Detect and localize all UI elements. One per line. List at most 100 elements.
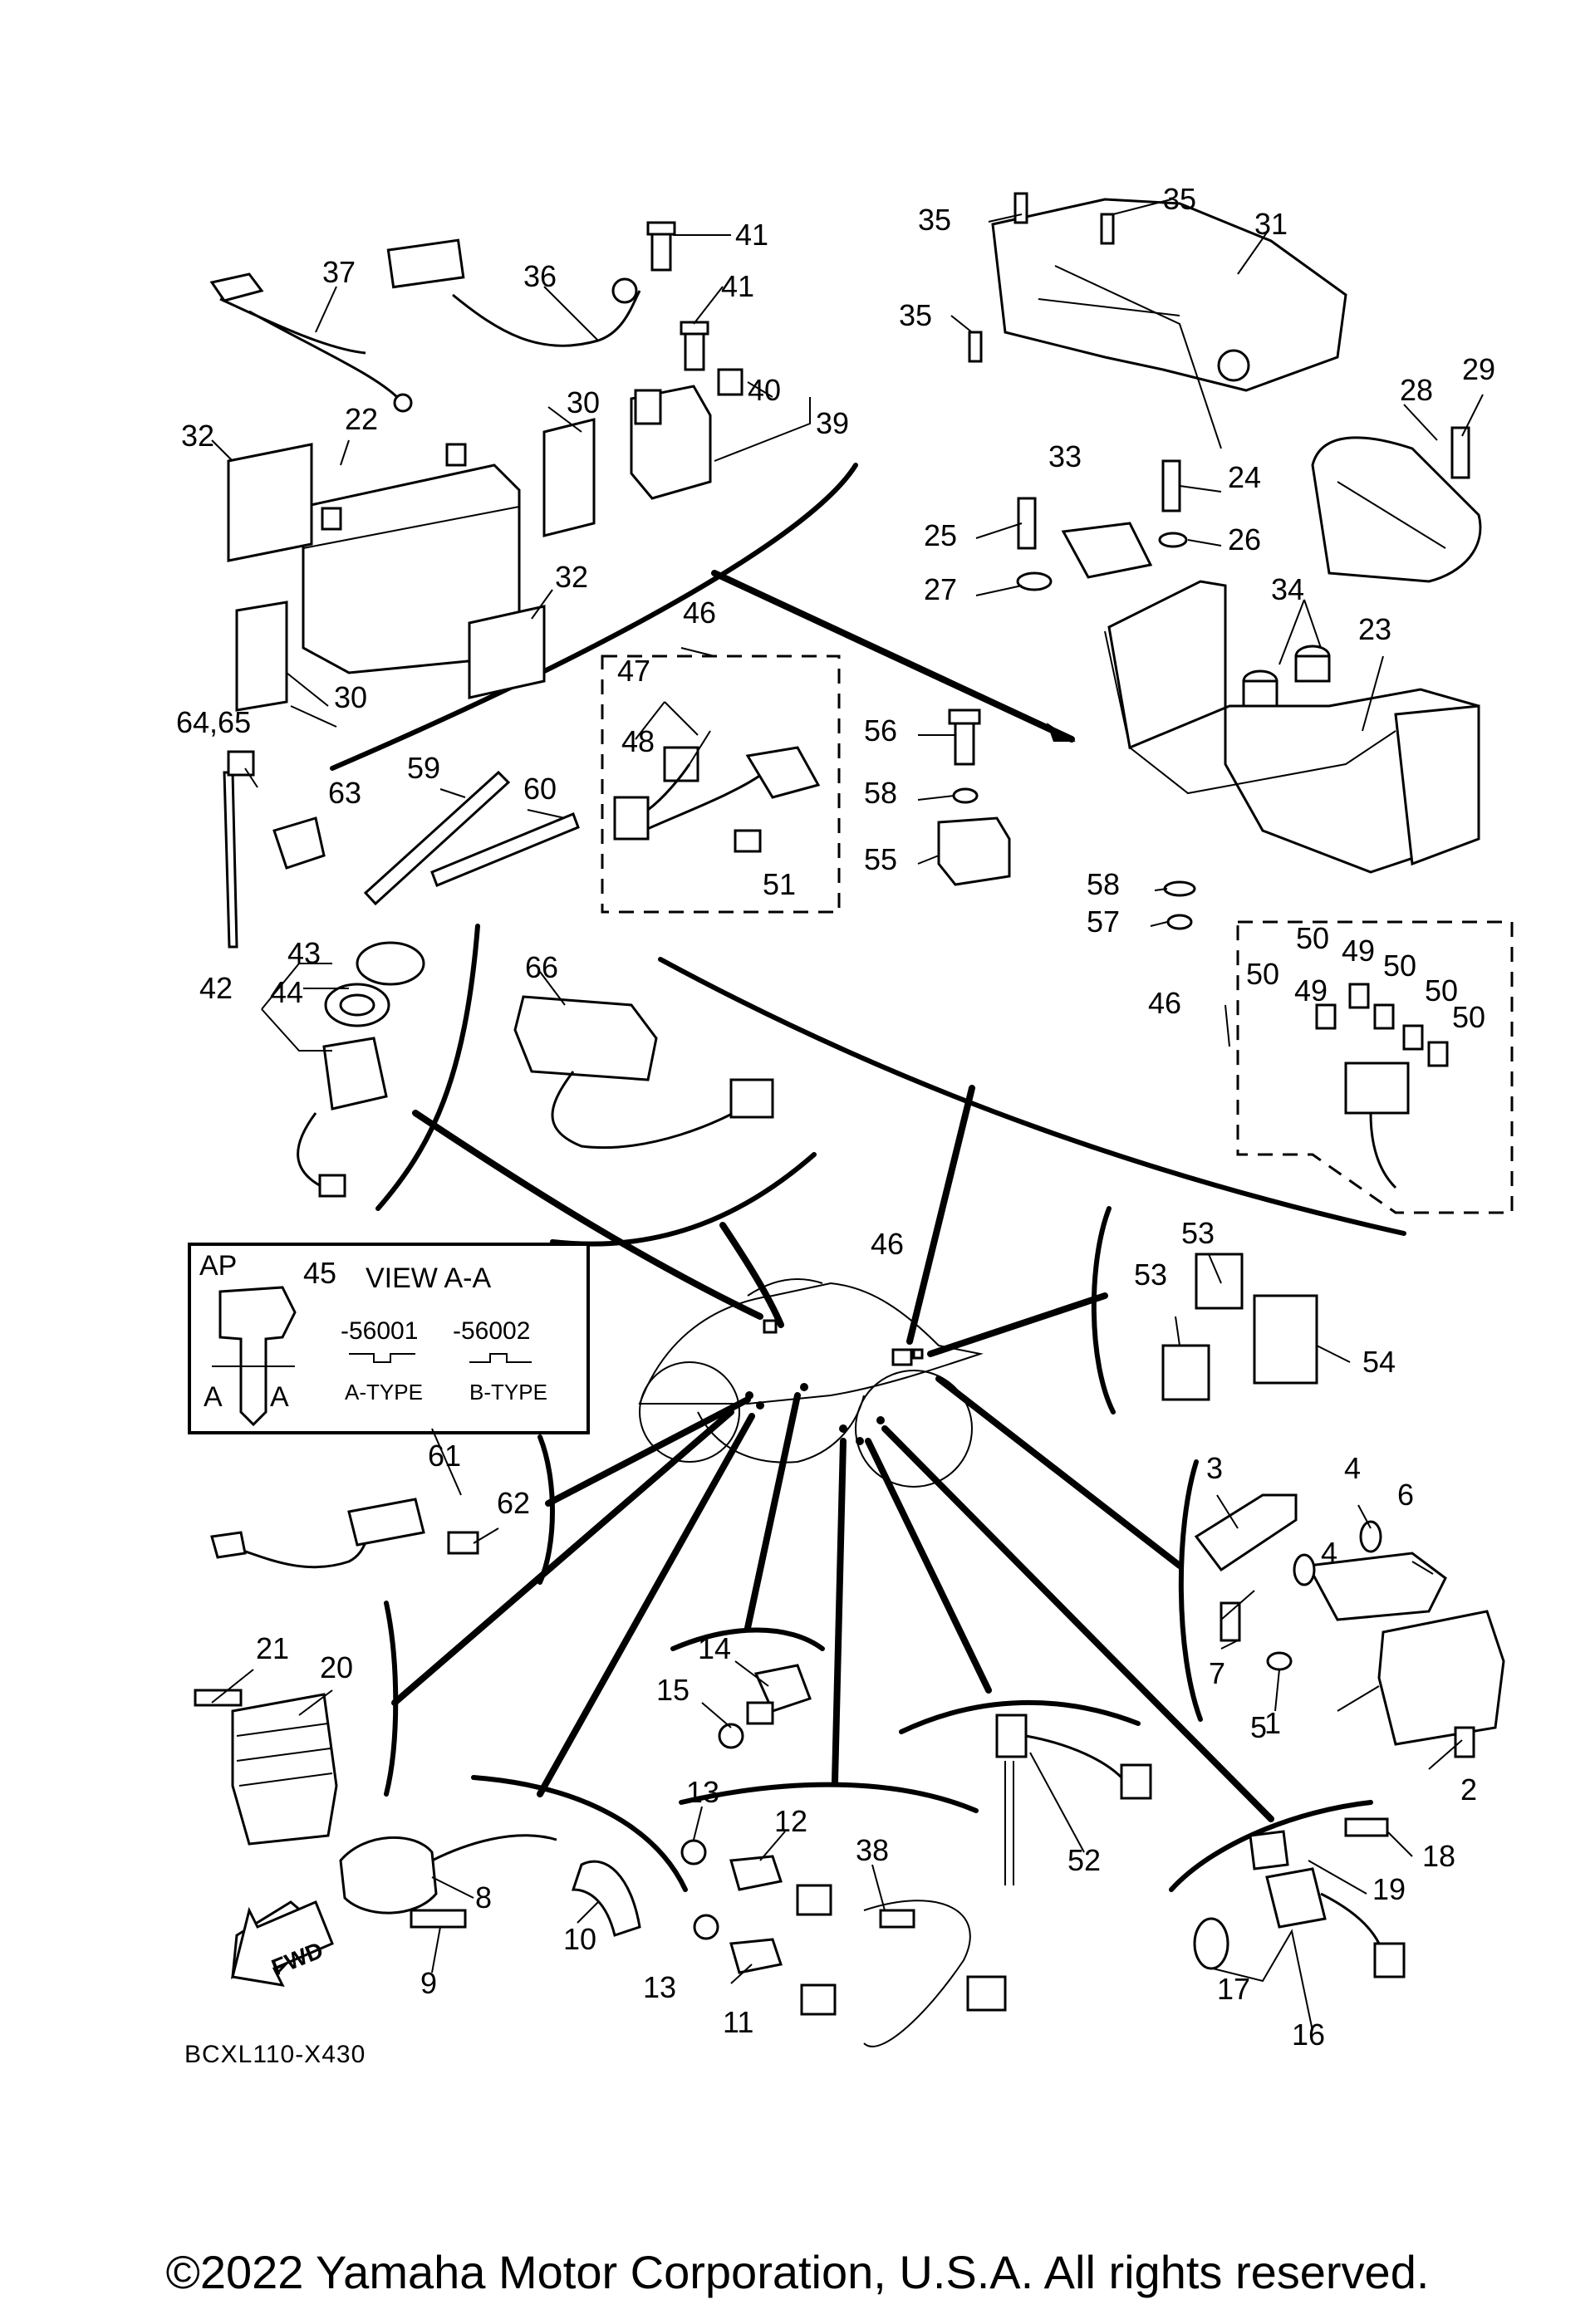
callout-41: 41	[735, 218, 768, 252]
callout-labels: 1 2 3 4 4 5 6 7 8 9 10 11 12 13 13 14 15…	[176, 182, 1495, 2052]
callout-3: 3	[1206, 1451, 1223, 1485]
callout-2: 2	[1460, 1772, 1477, 1807]
relays-53-54	[1161, 1253, 1318, 1401]
switch-14	[718, 1664, 812, 1749]
callout-58: 58	[864, 776, 897, 810]
callout-20: 20	[320, 1650, 353, 1684]
callout-54: 54	[1362, 1345, 1396, 1379]
callout-49: 49	[1294, 973, 1328, 1008]
callout-24: 24	[1228, 460, 1261, 494]
callout-30: 30	[567, 385, 600, 419]
callout-32: 32	[181, 419, 214, 453]
callout-32b: 32	[555, 560, 588, 594]
ignition-switch	[297, 941, 425, 1198]
callout-43: 43	[287, 936, 321, 970]
callout-38: 38	[856, 1833, 889, 1867]
callout-23: 23	[1358, 612, 1391, 646]
ap-label: AP	[199, 1250, 237, 1282]
callout-58b: 58	[1087, 867, 1120, 901]
sensor-52	[995, 1714, 1152, 1885]
callout-50: 50	[1246, 957, 1279, 991]
battery-tray-assembly	[968, 192, 1482, 930]
callout-50d: 50	[1425, 973, 1458, 1008]
copyright-notice: ©2022 Yamaha Motor Corporation, U.S.A. A…	[166, 2246, 1430, 2298]
callout-36: 36	[523, 259, 557, 293]
group-leaders	[330, 463, 1406, 1892]
section-mark-right: A	[270, 1381, 289, 1413]
dashed-sub-assemblies	[601, 655, 1514, 1214]
callout-34: 34	[1271, 572, 1304, 606]
callout-6: 6	[1397, 1478, 1414, 1512]
callout-35b: 35	[1163, 182, 1196, 216]
callout-25: 25	[924, 518, 957, 552]
callout-pointers	[211, 199, 1484, 2032]
drawing-code: BCXL110-X430	[184, 2041, 366, 2068]
harness-subassembly	[613, 746, 821, 853]
callout-16: 16	[1292, 2018, 1325, 2052]
callout-31: 31	[1254, 207, 1288, 241]
callout-53b: 53	[1134, 1258, 1167, 1292]
sensors-11-12	[680, 1839, 1007, 2047]
lamp-66	[513, 995, 774, 1149]
callout-35c: 35	[899, 298, 932, 332]
callout-50e: 50	[1452, 1000, 1485, 1034]
callout-66: 66	[525, 950, 558, 984]
variant-a-code: -56001	[341, 1317, 418, 1345]
callout-9: 9	[420, 1966, 437, 2000]
callout-19: 19	[1372, 1872, 1406, 1906]
relay-55-assembly	[937, 708, 1011, 886]
sensor-16	[1193, 1817, 1406, 1978]
callout-21: 21	[256, 1631, 289, 1665]
callout-10: 10	[563, 1922, 596, 1956]
callout-50b: 50	[1296, 921, 1329, 955]
regulator-20	[194, 1689, 338, 1846]
callout-53: 53	[1181, 1216, 1215, 1250]
callout-14: 14	[698, 1631, 731, 1665]
callout-41b: 41	[721, 269, 754, 303]
sensor-61-assembly	[210, 1498, 479, 1569]
callout-22: 22	[345, 402, 378, 436]
callout-8: 8	[475, 1880, 492, 1915]
cable-ties	[223, 750, 580, 949]
callout-50c: 50	[1383, 949, 1416, 983]
callout-13b: 13	[643, 1970, 676, 2004]
callout-28: 28	[1400, 373, 1433, 407]
callout-1: 1	[1264, 1706, 1281, 1740]
callout-26: 26	[1228, 522, 1261, 556]
callout-49b: 49	[1342, 934, 1375, 968]
callout-56: 56	[864, 713, 897, 748]
callout-39: 39	[816, 406, 849, 440]
callout-46-top: 46	[683, 596, 716, 630]
callout-13: 13	[686, 1775, 719, 1809]
callout-48: 48	[621, 724, 655, 758]
callout-59: 59	[407, 751, 440, 785]
callout-11: 11	[723, 2005, 753, 2039]
fuse-box	[1315, 983, 1449, 1189]
callout-52: 52	[1067, 1843, 1101, 1877]
callout-42: 42	[199, 971, 233, 1005]
callout-47: 47	[617, 654, 650, 688]
motorcycle-outline	[638, 1278, 984, 1488]
callout-57: 57	[1087, 905, 1120, 939]
callout-29: 29	[1462, 352, 1495, 386]
callout-4b: 4	[1321, 1536, 1337, 1570]
variant-b-code: -56002	[453, 1317, 530, 1345]
callout-40: 40	[748, 373, 781, 407]
callout-30b: 30	[334, 680, 367, 714]
callout-62: 62	[497, 1486, 530, 1520]
variant-b-type: B-TYPE	[469, 1380, 547, 1405]
callout-4: 4	[1344, 1451, 1361, 1485]
callout-18: 18	[1422, 1839, 1455, 1873]
callout-55: 55	[864, 842, 897, 876]
callout-7: 7	[1209, 1656, 1225, 1690]
callout-46-center: 46	[871, 1227, 904, 1261]
callout-37: 37	[322, 255, 356, 289]
callout-33: 33	[1048, 439, 1082, 473]
key-view-inset	[188, 1243, 590, 1434]
callout-45: 45	[303, 1256, 336, 1290]
section-mark-left: A	[204, 1381, 223, 1413]
callout-44: 44	[270, 975, 303, 1009]
callout-63: 63	[328, 776, 361, 810]
view-title: VIEW A-A	[366, 1263, 491, 1294]
